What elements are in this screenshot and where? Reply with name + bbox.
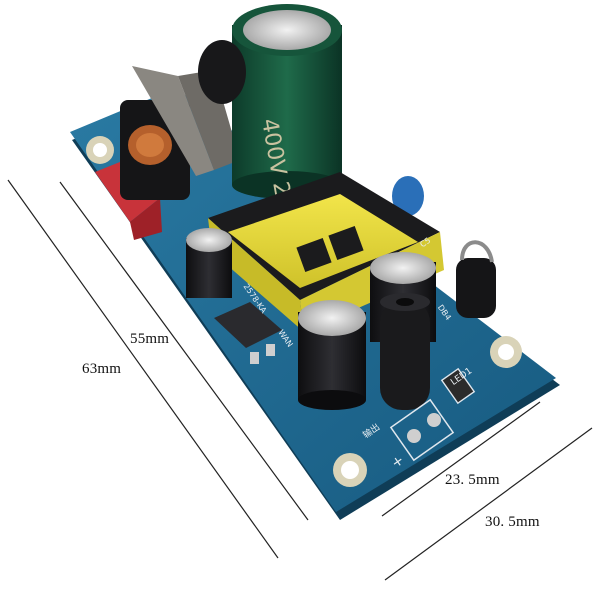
mounting-hole-right [490, 336, 522, 368]
rectifier-diode [456, 240, 496, 318]
blue-y-capacitor [392, 176, 424, 216]
black-capacitor-rear [198, 40, 246, 104]
dimension-label-outer-length: 63mm [82, 361, 122, 377]
main-electrolytic-capacitor: 400V 22 [232, 4, 342, 212]
mounting-hole-bottom [333, 453, 367, 487]
common-mode-choke [120, 66, 240, 200]
dimension-label-inner-length: 55mm [130, 331, 170, 347]
dim-line-inner-length [59, 181, 309, 521]
mounting-holes [86, 136, 522, 487]
dim-line-inner-width [381, 401, 541, 517]
dim-line-outer-length [7, 179, 279, 559]
dimension-label-inner-width: 23. 5mm [445, 472, 500, 488]
bridge-rectifier-chip [214, 302, 282, 364]
dimension-label-outer-width: 30. 5mm [485, 514, 540, 530]
small-capacitor-left [186, 228, 232, 298]
dim-line-outer-width [384, 427, 593, 581]
dimension-lines [7, 179, 593, 581]
output-terminal-pads [389, 398, 455, 462]
led-indicator [440, 367, 476, 405]
mounting-hole-top-left [86, 136, 114, 164]
output-capacitor-center [298, 300, 366, 410]
output-inductor [380, 293, 430, 410]
